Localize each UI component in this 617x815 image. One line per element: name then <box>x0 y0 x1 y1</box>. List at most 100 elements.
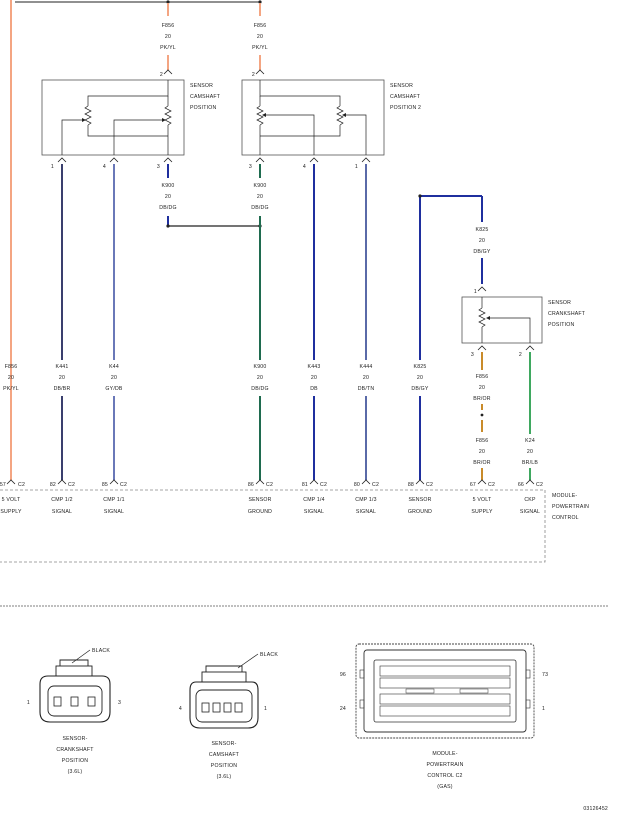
svg-text:BR/OR: BR/OR <box>473 460 490 466</box>
pin-label: 4 <box>303 164 306 170</box>
wire-color: DB/DG <box>159 205 176 211</box>
wire-gauge: 20 <box>257 194 263 200</box>
sensor-label: CAMSHAFT <box>190 94 221 100</box>
connector-camshaft-sensor: BLACK 4 1 SENSOR- CAMSHAFT POSITION (3.6… <box>179 652 278 780</box>
svg-text:88: 88 <box>408 482 414 488</box>
wire-gauge: 20 <box>479 238 485 244</box>
svg-text:85: 85 <box>102 482 108 488</box>
connector-housing <box>39 675 111 723</box>
splice-dot <box>258 0 262 4</box>
svg-text:K44: K44 <box>109 364 119 370</box>
connector-cavity <box>87 696 96 707</box>
svg-text:DB/GY: DB/GY <box>411 386 428 392</box>
connector-color-label: BLACK <box>92 648 110 654</box>
pin-label: 96 <box>340 672 346 678</box>
svg-text:(GAS): (GAS) <box>437 784 452 790</box>
sensor-label: POSITION <box>548 322 574 328</box>
svg-text:82: 82 <box>50 482 56 488</box>
wire-code: K825 <box>476 227 489 233</box>
sensor-label: SENSOR <box>548 300 571 306</box>
svg-text:POSITION: POSITION <box>62 758 88 764</box>
svg-text:(3.6L): (3.6L) <box>68 769 83 775</box>
connector-cavity <box>212 702 221 713</box>
svg-text:CAMSHAFT: CAMSHAFT <box>209 752 240 758</box>
svg-text:POWERTRAIN: POWERTRAIN <box>426 762 463 768</box>
svg-text:(3.6L): (3.6L) <box>217 774 232 780</box>
pin-label: 4 <box>179 706 182 712</box>
wire-color: PK/YL <box>252 45 268 51</box>
svg-text:PK/YL: PK/YL <box>3 386 19 392</box>
pin-label: 3 <box>118 700 121 706</box>
pin-terminal <box>255 69 265 75</box>
svg-text:C2: C2 <box>320 482 327 488</box>
splice-dot <box>166 224 170 228</box>
sensor-label: CRANKSHAFT <box>548 311 586 317</box>
sensor-box <box>241 79 385 156</box>
connector-cavity <box>53 696 62 707</box>
svg-text:DB/TN: DB/TN <box>358 386 375 392</box>
svg-text:C2: C2 <box>536 482 543 488</box>
wire-gauge: 20 <box>479 385 485 391</box>
svg-text:CMP 1/1: CMP 1/1 <box>103 497 125 503</box>
connector-cavity <box>223 702 232 713</box>
svg-text:20: 20 <box>257 375 263 381</box>
sensor-label: POSITION <box>190 105 216 111</box>
wire-code: F856 <box>162 23 175 29</box>
wire-code: F856 <box>254 23 267 29</box>
wire-gauge: 20 <box>165 34 171 40</box>
svg-text:86: 86 <box>248 482 254 488</box>
resistor-symbol <box>478 307 486 328</box>
svg-text:GROUND: GROUND <box>408 509 432 515</box>
svg-text:K825: K825 <box>414 364 427 370</box>
svg-text:CMP 1/3: CMP 1/3 <box>355 497 377 503</box>
svg-text:F856: F856 <box>476 438 489 444</box>
pin-label: 4 <box>103 164 106 170</box>
wire-gauge: 20 <box>165 194 171 200</box>
splice-dot <box>166 0 170 4</box>
sensor-crankshaft-position: 1 SENSOR CRANKSHAFT POSITION 3 2 <box>461 286 586 358</box>
svg-text:SIGNAL: SIGNAL <box>304 509 324 515</box>
pin-label: 2 <box>160 72 163 78</box>
pin-label: 3 <box>249 164 252 170</box>
connector-cavity <box>201 702 210 713</box>
svg-text:C2: C2 <box>68 482 75 488</box>
sensor-label: POSITION 2 <box>390 105 421 111</box>
pin-label: 1 <box>51 164 54 170</box>
wire-code: K900 <box>162 183 175 189</box>
sensor-label: CAMSHAFT <box>390 94 421 100</box>
wire-color: DB/DG <box>251 205 268 211</box>
svg-text:SENSOR-: SENSOR- <box>62 736 87 742</box>
wire-code: F856 <box>476 374 489 380</box>
pin-label: 1 <box>474 289 477 295</box>
connector-housing <box>189 681 259 729</box>
svg-text:20: 20 <box>59 375 65 381</box>
connector-cavity <box>70 696 79 707</box>
splice-dot <box>418 194 422 198</box>
resistor-symbol <box>256 105 264 126</box>
svg-text:CONTROL C2: CONTROL C2 <box>427 773 462 779</box>
svg-text:80: 80 <box>354 482 360 488</box>
connector-housing <box>355 643 535 739</box>
svg-text:SIGNAL: SIGNAL <box>520 509 540 515</box>
module-pin-labels: 57 C2 82 C2 85 C2 86 C2 81 C2 80 C2 88 C… <box>0 482 543 488</box>
pin-terminal <box>163 69 173 75</box>
splice-dot <box>480 413 484 417</box>
svg-text:F856: F856 <box>5 364 18 370</box>
wire-code: K900 <box>254 183 267 189</box>
svg-text:SENSOR-: SENSOR- <box>211 741 236 747</box>
svg-text:SIGNAL: SIGNAL <box>52 509 72 515</box>
svg-text:CKP: CKP <box>524 497 536 503</box>
svg-text:GY/DB: GY/DB <box>105 386 122 392</box>
svg-text:DB/DG: DB/DG <box>251 386 268 392</box>
pin-label: 1 <box>542 706 545 712</box>
bottom-wire-labels: F856 20 PK/YL K441 20 DB/BR K44 20 GY/DB… <box>3 364 538 466</box>
svg-text:81: 81 <box>302 482 308 488</box>
pin-label: 2 <box>252 72 255 78</box>
pin-label: 73 <box>542 672 548 678</box>
pin-label: 1 <box>264 706 267 712</box>
sensor-box <box>461 296 543 344</box>
pin-terminal <box>477 286 487 292</box>
module-signal-labels: 5 VOLT SUPPLY CMP 1/2 SIGNAL CMP 1/1 SIG… <box>0 497 540 515</box>
resistor-symbol <box>164 105 172 126</box>
